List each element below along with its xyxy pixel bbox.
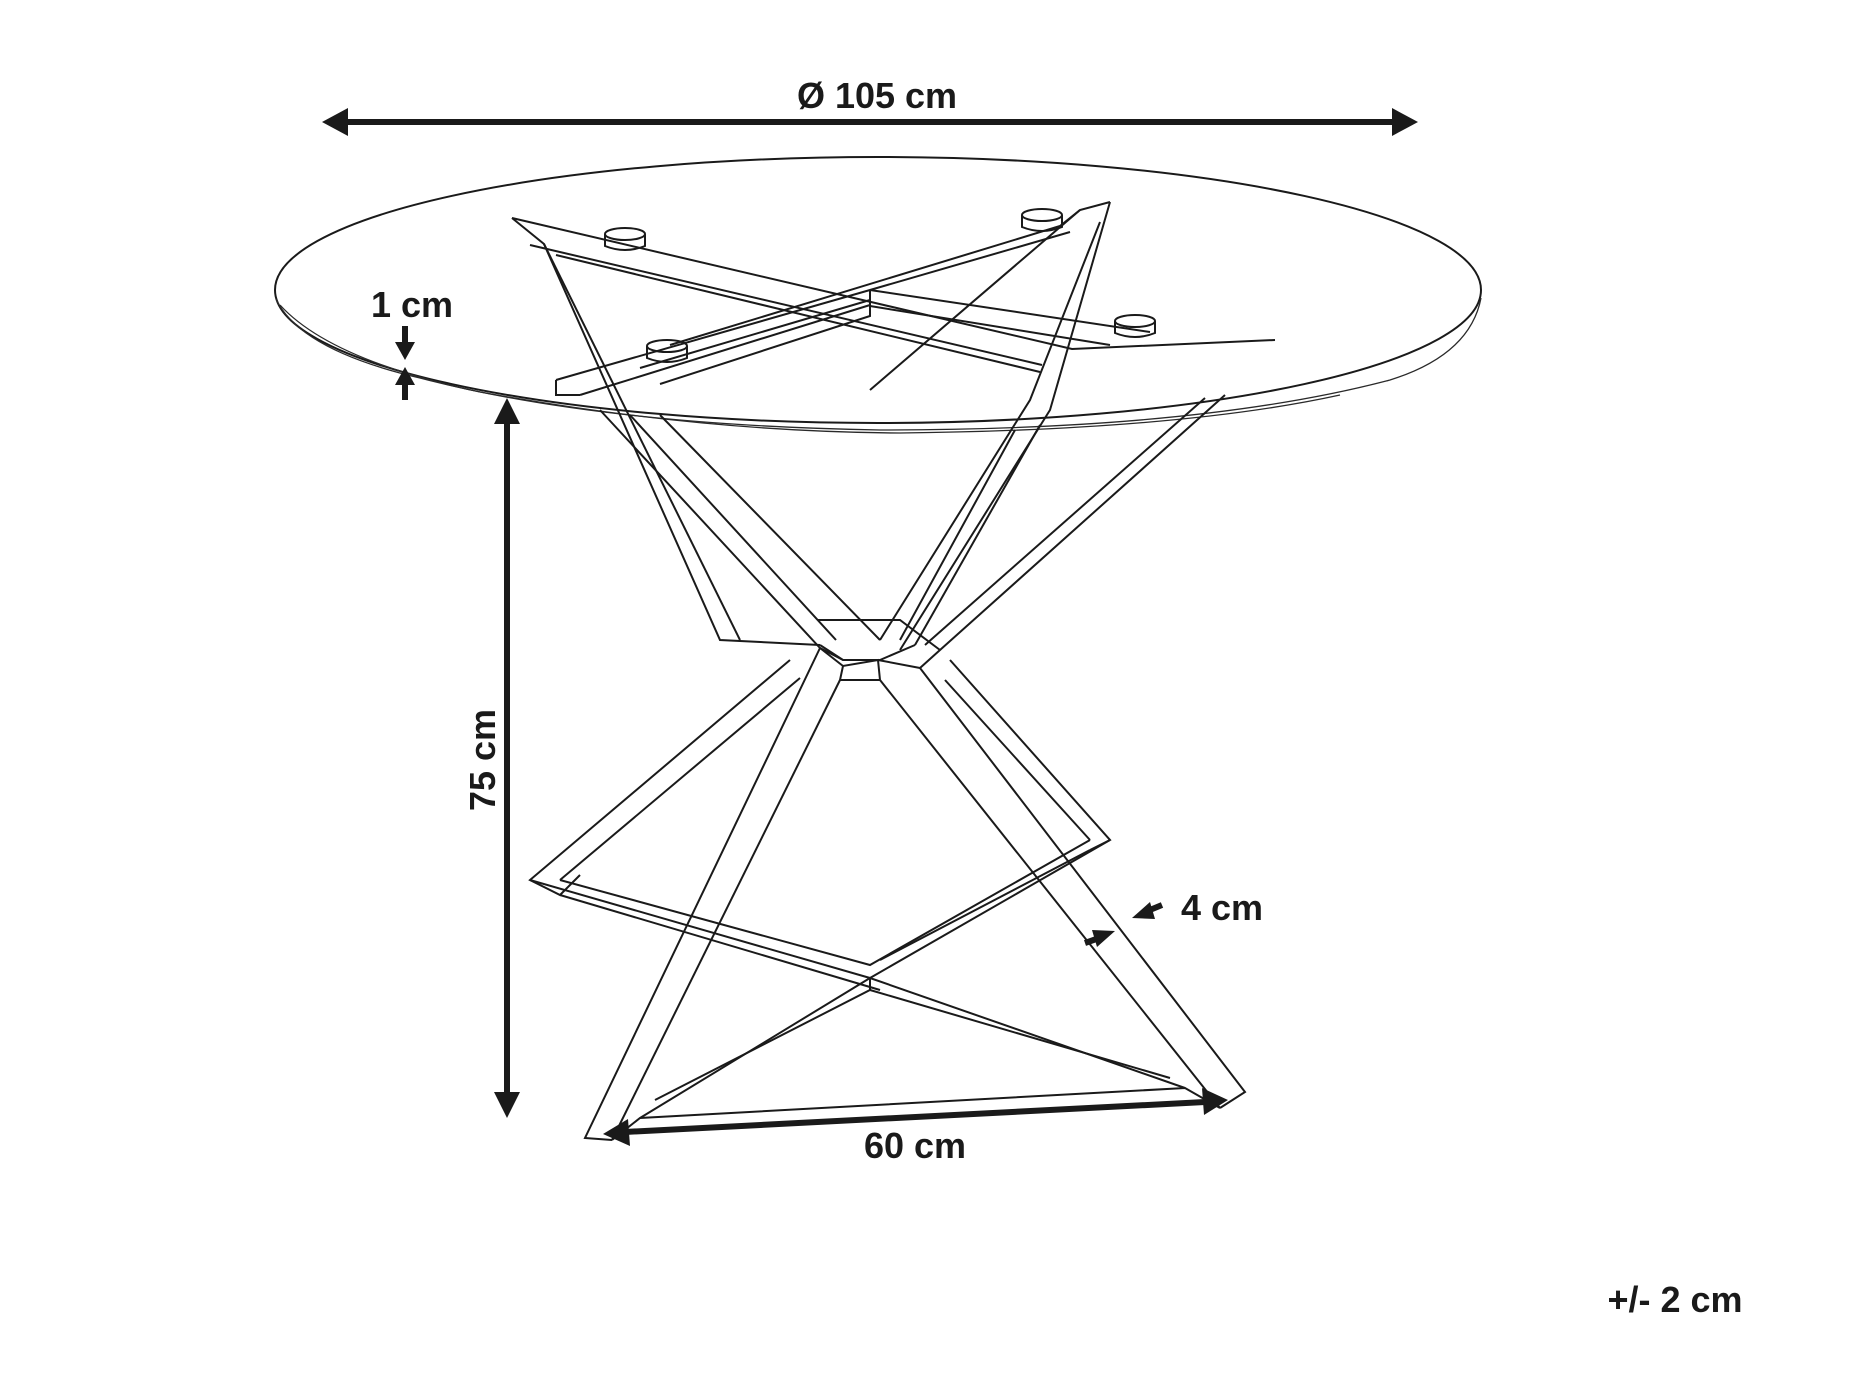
upper-frame-outline <box>511 201 1276 651</box>
height-arrow <box>494 398 520 1118</box>
leg-width-arrows <box>1084 902 1164 947</box>
diameter-label: Ø 105 cm <box>797 75 957 116</box>
height-label: 75 cm <box>462 709 503 811</box>
thickness-label: 1 cm <box>371 284 453 325</box>
dimension-labels: Ø 105 cm 1 cm 75 cm 4 cm 60 cm +/- 2 cm <box>371 75 1743 1320</box>
thickness-arrows <box>395 326 415 400</box>
waist-joint <box>819 647 921 681</box>
lower-legs <box>528 647 1247 1141</box>
diameter-arrow <box>322 108 1418 136</box>
leg-width-label: 4 cm <box>1181 887 1263 928</box>
tolerance-label: +/- 2 cm <box>1607 1279 1742 1320</box>
dimension-lines <box>322 108 1418 1146</box>
glass-support-pads <box>604 208 1156 363</box>
base-width-label: 60 cm <box>864 1125 966 1166</box>
upper-legs <box>599 394 1226 669</box>
glass-tabletop <box>274 156 1482 434</box>
table-illustration <box>274 156 1482 1141</box>
base-width-arrow <box>603 1088 1228 1146</box>
